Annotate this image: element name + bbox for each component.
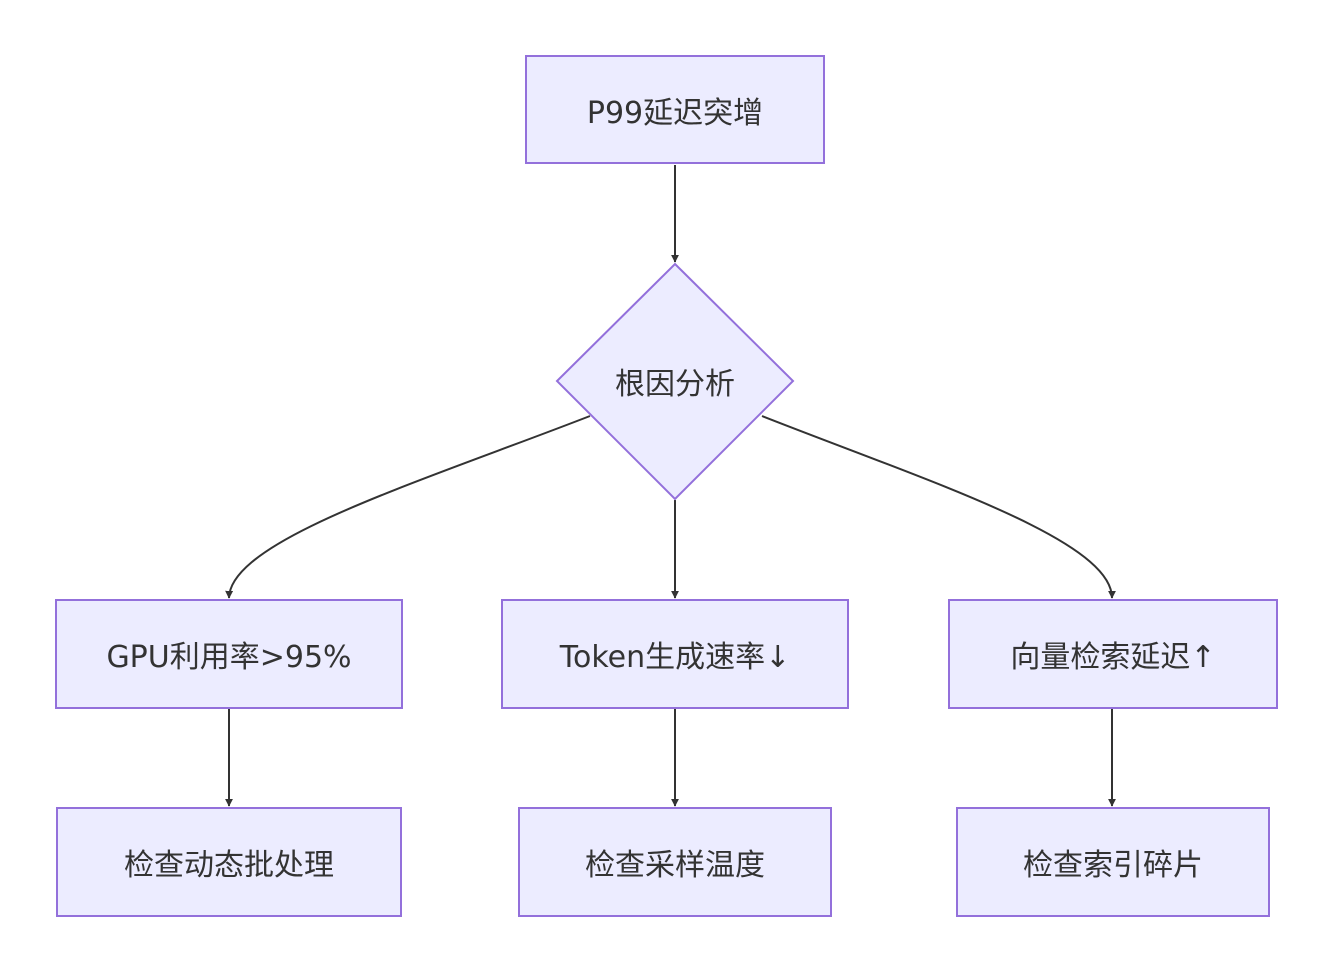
node-check-sampling-temperature[interactable]: 检查采样温度	[518, 807, 832, 917]
edge-decision-to-gpu	[225, 415, 591, 599]
node-gpu-utilization[interactable]: GPU利用率>95%	[55, 599, 403, 709]
node-p99-latency-spike-label: P99延迟突增	[586, 95, 764, 131]
node-vector-search-latency[interactable]: 向量检索延迟↑	[948, 599, 1278, 709]
node-check-index-fragmentation[interactable]: 检查索引碎片	[956, 807, 1270, 917]
node-root-cause-analysis[interactable]: 根因分析	[575, 341, 775, 421]
node-check-dynamic-batching-label: 检查动态批处理	[124, 848, 334, 883]
node-check-dynamic-batching[interactable]: 检查动态批处理	[56, 807, 402, 917]
node-token-generation-rate-label: Token生成速率↓	[559, 640, 791, 675]
node-root-cause-analysis-label: 根因分析	[615, 367, 735, 402]
decision-diamond-shape	[555, 262, 795, 501]
node-check-index-fragmentation-label: 检查索引碎片	[1023, 848, 1203, 883]
node-gpu-utilization-label: GPU利用率>95%	[106, 640, 352, 675]
edge-decision-to-vector	[761, 415, 1116, 599]
node-p99-latency-spike[interactable]: P99延迟突增	[525, 55, 825, 164]
node-token-generation-rate[interactable]: Token生成速率↓	[501, 599, 849, 709]
node-check-sampling-temperature-label: 检查采样温度	[585, 848, 765, 883]
node-vector-search-latency-label: 向量检索延迟↑	[1010, 640, 1216, 675]
